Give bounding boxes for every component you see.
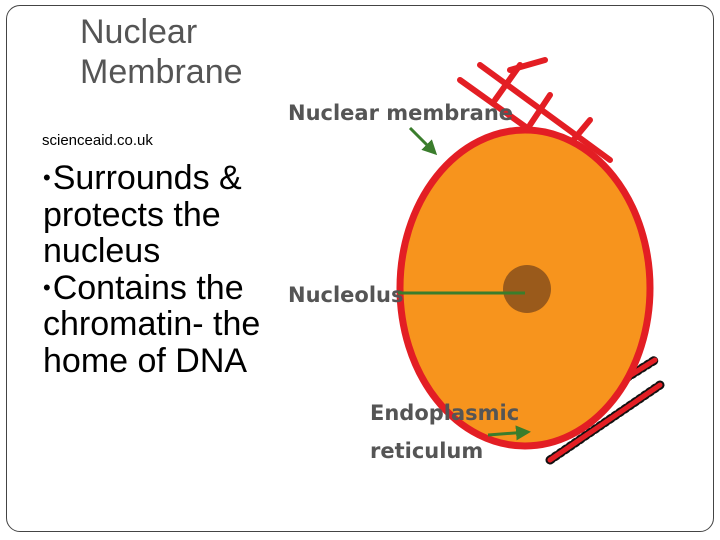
arrow-er — [487, 425, 531, 441]
title-line-2: Membrane — [80, 53, 243, 91]
bullet-text-1: Surrounds & protects the nucleus — [43, 159, 242, 270]
label-nuclear-membrane: Nuclear membrane — [288, 101, 513, 125]
bullet-list: •Surrounds & protects the nucleus •Conta… — [43, 160, 283, 379]
arrow-nuclear-membrane — [408, 126, 438, 156]
bullet-dot-icon: • — [43, 274, 51, 300]
title-line-1: Nuclear — [80, 13, 198, 51]
bullet-item-1: •Surrounds & protects the nucleus — [43, 160, 283, 270]
label-er-line-1: Endoplasmic — [370, 401, 519, 425]
slide-title: Nuclear Membrane — [80, 12, 243, 92]
nucleolus — [503, 265, 551, 313]
label-nucleolus: Nucleolus — [288, 283, 404, 307]
bullet-item-2: •Contains the chromatin- the home of DNA — [43, 268, 283, 380]
bullet-dot-icon: • — [43, 165, 51, 190]
nucleus-diagram: Nuclear membrane Nucleolus Endoplasmic r… — [288, 57, 665, 465]
source-credit: scienceaid.co.uk — [42, 132, 153, 149]
bullet-text-2: Contains the chromatin- the home of DNA — [43, 268, 261, 380]
slide-frame — [6, 5, 714, 532]
label-er-line-2: reticulum — [370, 439, 483, 463]
